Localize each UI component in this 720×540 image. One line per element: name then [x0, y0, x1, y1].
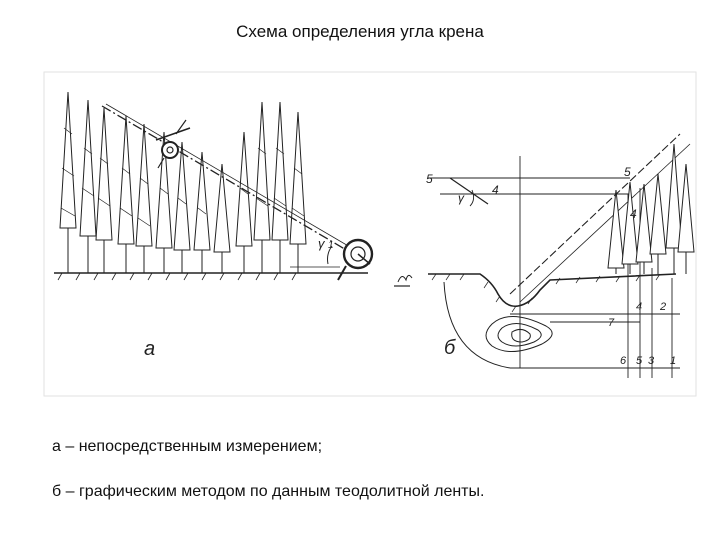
tree: [117, 115, 135, 273]
angle-index-a: 1: [328, 240, 334, 251]
panel-b-angle-ray: [449, 177, 489, 205]
tree: [677, 163, 695, 274]
tree: [59, 91, 77, 273]
tree: [289, 111, 307, 273]
tree: [253, 101, 271, 273]
panel-b-arc: [443, 281, 511, 369]
tree: [649, 173, 667, 274]
tree: [193, 151, 211, 273]
page-title: Схема определения угла крена: [236, 22, 484, 41]
label-bottom-3: 3: [648, 355, 655, 367]
angle-arc-a: [327, 245, 333, 265]
roll-angle-diagram: γ 1 а: [43, 71, 697, 397]
panel-a: [54, 91, 413, 287]
panel-b: [428, 133, 695, 378]
angle-label-a: γ: [318, 236, 326, 251]
panel-b-ground: [428, 273, 677, 308]
sight-line-b1: [509, 133, 681, 295]
label-bottom-6: 6: [620, 355, 627, 367]
scan-border: [43, 71, 697, 397]
tree: [213, 163, 231, 273]
tree: [95, 107, 113, 273]
label-right-4: 4: [630, 207, 637, 221]
label-mid-2: 2: [659, 301, 666, 313]
tree-branch-marks: [60, 127, 305, 227]
tree: [79, 99, 97, 273]
label-left-4: 4: [492, 183, 499, 197]
sight-line-parallel: [105, 103, 363, 255]
tree: [271, 101, 289, 273]
panel-a-trees: [59, 91, 307, 273]
tree: [621, 181, 639, 274]
instrument-top: [155, 119, 191, 169]
tree: [135, 123, 153, 273]
label-bottom-1: 1: [670, 355, 676, 367]
label-mid-7: 7: [608, 317, 615, 329]
sight-line-b2: [519, 143, 691, 303]
tree: [607, 189, 625, 274]
label-right-5: 5: [624, 165, 631, 179]
panel-b-trees: [607, 143, 695, 274]
tree: [235, 131, 253, 273]
tree: [665, 143, 683, 274]
tree: [173, 141, 191, 273]
contour-rings: [485, 316, 553, 352]
panel-b-ground-hatching: [431, 273, 661, 313]
label-left-5: 5: [426, 172, 433, 186]
label-mid-4: 4: [636, 301, 642, 313]
angle-label-b: γ: [458, 191, 465, 205]
angle-arc-b: [469, 189, 475, 207]
tree: [155, 131, 173, 273]
caption-b: б – графическим методом по данным теодол…: [52, 483, 485, 500]
caption-a: а – непосредственным измерением;: [52, 438, 323, 455]
tree: [635, 183, 653, 274]
instrument-bottom: [337, 238, 413, 287]
label-bottom-5: 5: [636, 355, 643, 367]
panel-b-label: б: [444, 337, 456, 359]
sight-line: [101, 105, 361, 259]
panel-a-ground-hatching: [57, 272, 297, 281]
panel-a-label: а: [144, 338, 155, 360]
